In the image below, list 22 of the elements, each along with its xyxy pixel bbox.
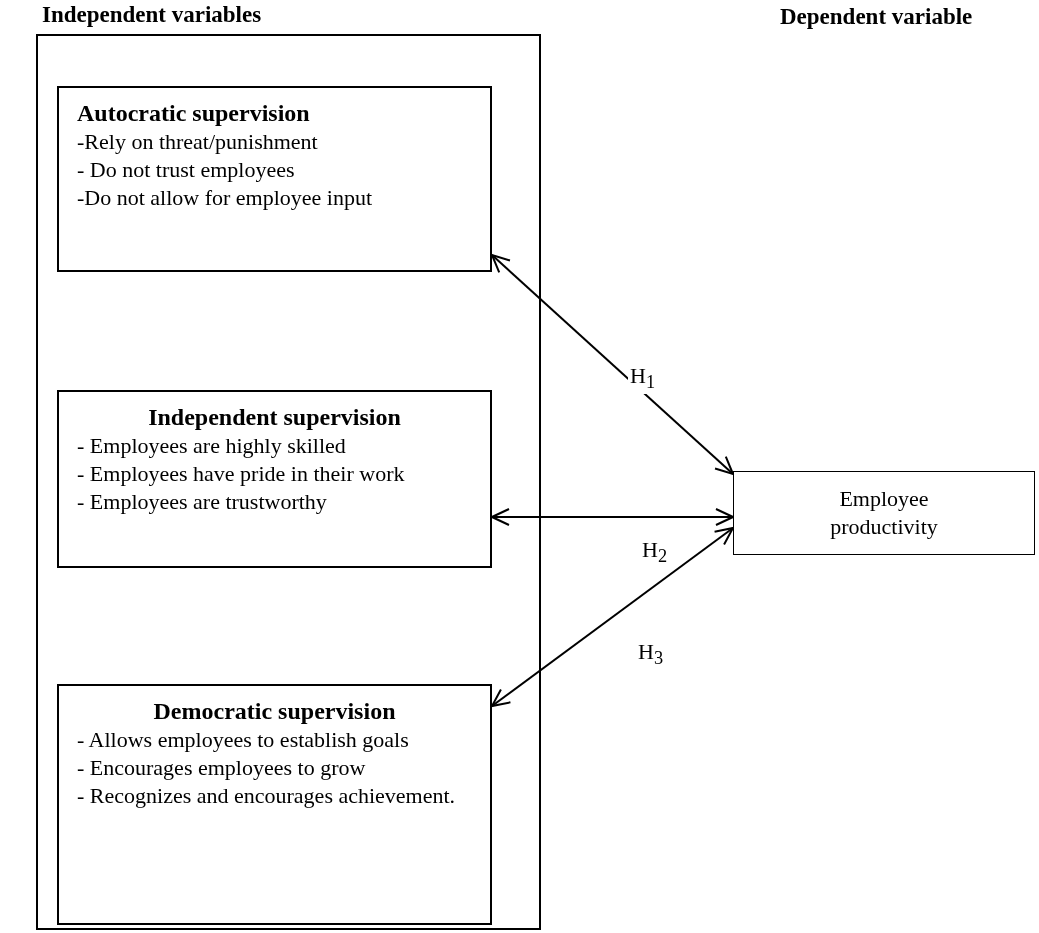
bullet-text: -Rely on threat/punishment [77,128,319,156]
box-heading: Democratic supervision [152,697,397,726]
variable-box [57,390,492,568]
box-heading: Autocratic supervision [77,99,311,128]
column-heading: Dependent variable [780,4,973,30]
variable-box [57,684,492,925]
bullet-text: - Employees have pride in their work [77,460,406,488]
arrow [491,508,734,526]
bullet-text: - Do not trust employees [77,156,296,184]
outcome-text: Employee productivity [829,485,939,541]
variable-box [57,86,492,272]
bullet-text: - Encourages employees to grow [77,754,367,782]
bullet-text: - Employees are trustworthy [77,488,328,516]
outcome-box [733,471,1035,555]
bullet-text: - Recognizes and encourages achievement. [77,782,457,810]
arrow [491,527,734,707]
arrow [491,254,734,475]
box-heading: Independent supervision [147,403,402,432]
group-heading: Independent variables [42,2,262,28]
bullet-text: - Allows employees to establish goals [77,726,410,754]
bullet-text: - Employees are highly skilled [77,432,347,460]
bullet-text: -Do not allow for employee input [77,184,374,212]
